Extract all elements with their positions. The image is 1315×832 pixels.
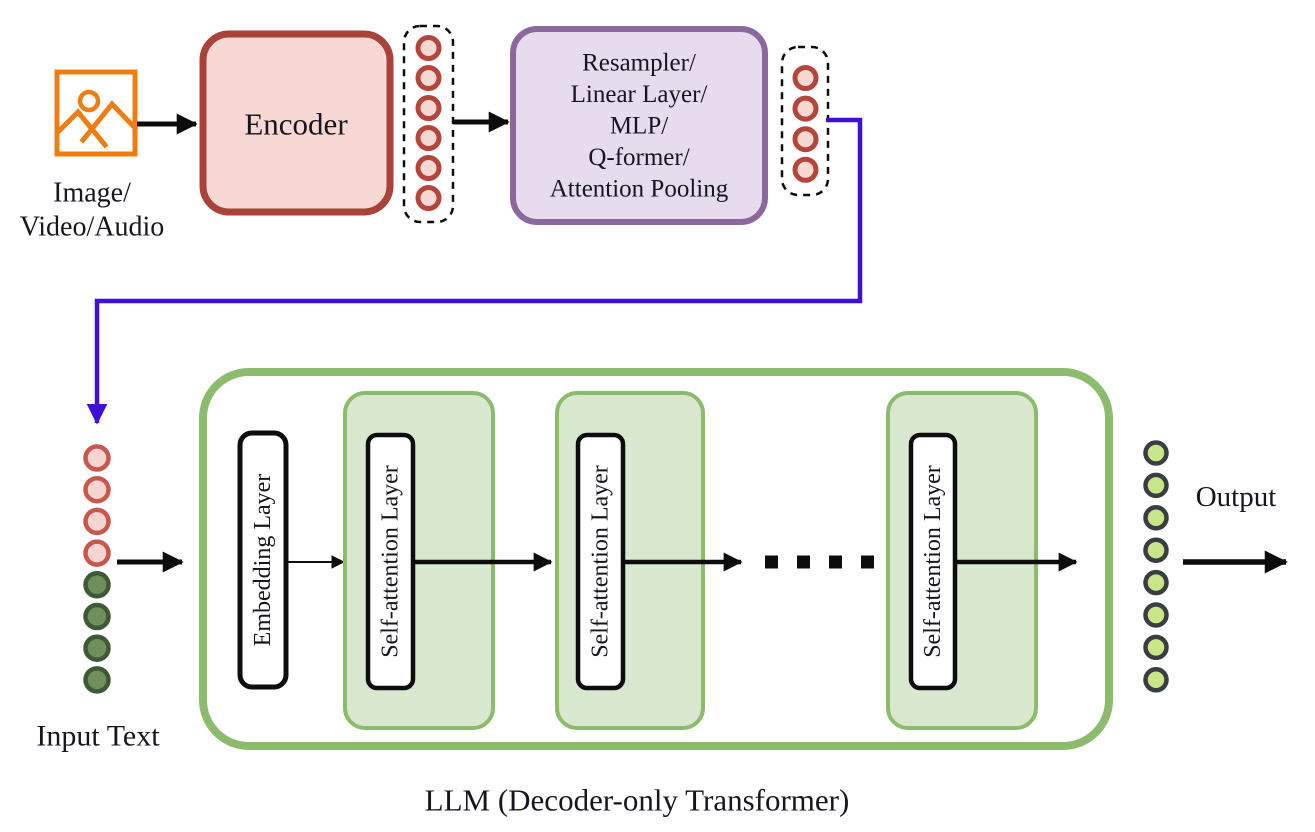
token-circle (83, 571, 111, 599)
token-circle (83, 666, 111, 694)
token-circle (792, 65, 819, 91)
input-text-label: Input Text (36, 720, 160, 753)
token-circle (1143, 505, 1169, 531)
media-icon-mountain-large (79, 100, 139, 144)
media-icon-mountain-small (56, 108, 109, 149)
token-circle (1143, 634, 1169, 661)
token-circle (415, 155, 442, 181)
projector-line-2: Linear Layer/ (571, 81, 708, 108)
token-circle (83, 634, 111, 662)
token-circle (83, 475, 111, 504)
attention-layer-label-n: Self-attention Layer (920, 465, 946, 658)
embedding-layer-box (237, 430, 289, 690)
projector-box (510, 26, 768, 225)
token-circle (1143, 667, 1169, 693)
encoder-token-column (415, 35, 442, 211)
input-token-column (83, 444, 111, 694)
ellipsis-dot (797, 555, 810, 569)
ellipsis-dot (829, 555, 842, 569)
token-circle (83, 602, 111, 631)
media-label-line2: Video/Audio (20, 212, 165, 243)
token-circle (792, 126, 819, 153)
attention-layer-label-2: Self-attention Layer (588, 465, 614, 658)
token-circle (1143, 537, 1169, 563)
media-icon-frame (54, 69, 138, 157)
media-icon (54, 69, 139, 157)
token-circle (415, 65, 442, 91)
token-circle (415, 125, 442, 151)
arrow-projected-to-input (86, 117, 863, 425)
encoder-box (199, 30, 394, 216)
token-circle (415, 185, 442, 211)
projector-line-1: Resampler/ (582, 50, 696, 77)
token-circle (792, 95, 819, 122)
token-circle (1143, 440, 1169, 466)
encoder-label: Encoder (244, 107, 348, 142)
media-icon-sun (77, 89, 101, 113)
embedding-layer-label: Embedding Layer (250, 474, 276, 647)
output-token-column (1143, 440, 1169, 693)
attention-layer-label-1: Self-attention Layer (378, 465, 404, 658)
figure-caption: LLM (Decoder-only Transformer) (425, 783, 850, 818)
ellipsis-dots (765, 555, 874, 569)
projector-line-3: MLP/ (610, 113, 668, 140)
token-circle (1143, 472, 1169, 499)
token-circle (83, 444, 111, 472)
token-circle (1143, 569, 1169, 596)
token-circle (792, 156, 819, 183)
output-label: Output (1196, 481, 1277, 513)
media-label-line1: Image/ (53, 178, 131, 209)
token-circle (415, 35, 442, 61)
projector-line-4: Q-former/ (588, 144, 689, 171)
token-circle (83, 507, 111, 536)
ellipsis-dot (765, 555, 778, 569)
ellipsis-dot (861, 555, 874, 569)
token-circle (415, 95, 442, 121)
token-circle (83, 539, 111, 567)
token-circle (1143, 602, 1169, 628)
projector-line-5: Attention Pooling (550, 176, 729, 203)
projected-token-column (792, 65, 819, 183)
